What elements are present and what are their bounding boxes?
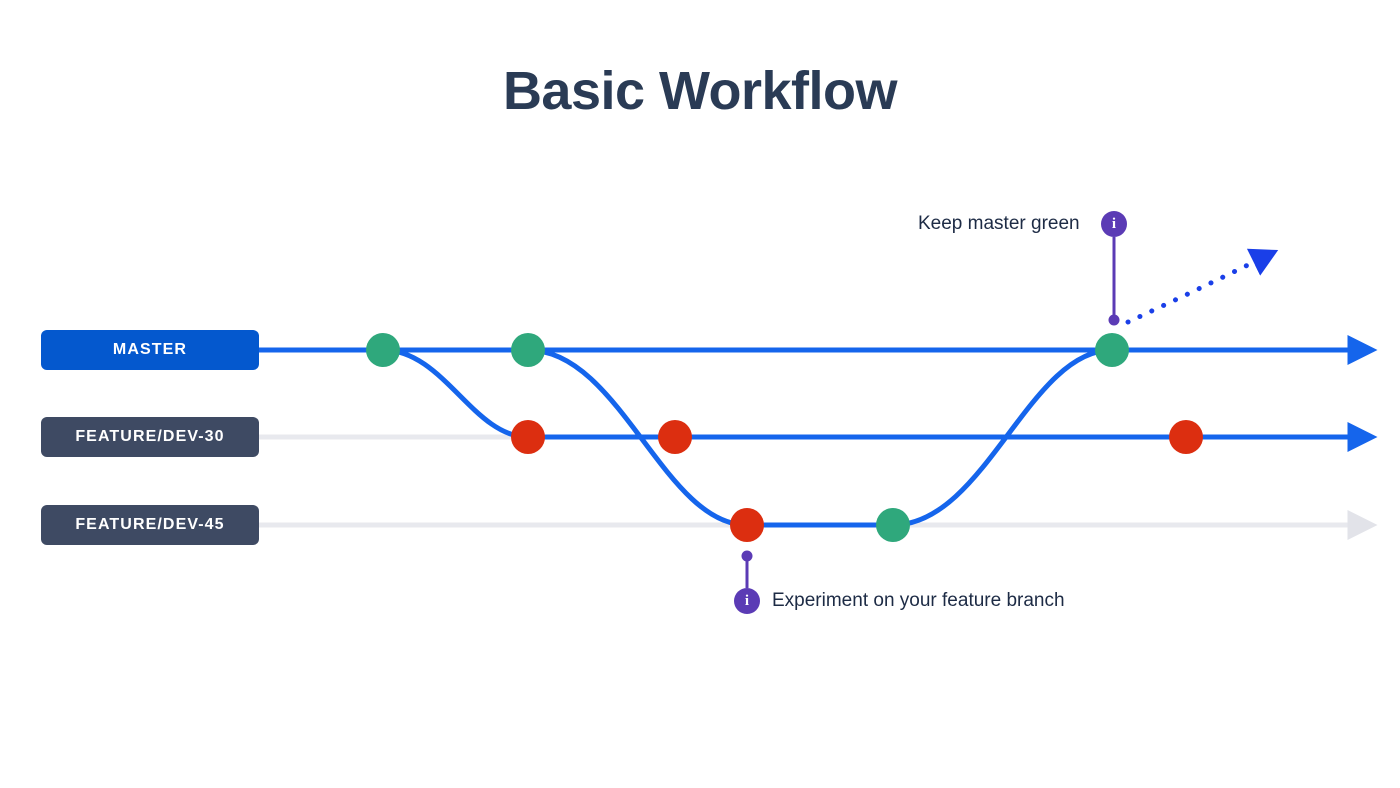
annotation-stem-dot-keep-master-green bbox=[1108, 314, 1120, 326]
commit-node-master-2[interactable] bbox=[1095, 333, 1129, 367]
branch-badge-label: FEATURE/DEV-30 bbox=[75, 428, 225, 445]
branch-curves bbox=[380, 248, 1279, 528]
info-icon[interactable]: i bbox=[1101, 211, 1127, 237]
page-title: Basic Workflow bbox=[502, 61, 898, 121]
commit-node-feature-dev-30-0[interactable] bbox=[511, 420, 545, 454]
branch-badge-label: FEATURE/DEV-45 bbox=[75, 516, 225, 533]
commit-node-feature-dev-30-1[interactable] bbox=[658, 420, 692, 454]
branch-badge-feature-dev-30[interactable]: FEATURE/DEV-30 bbox=[41, 417, 259, 457]
branch-curve-master-to-dev30 bbox=[380, 347, 531, 440]
annotation-text-keep-master-green: Keep master green bbox=[918, 213, 1080, 234]
commit-node-master-1[interactable] bbox=[511, 333, 545, 367]
commit-node-master-0[interactable] bbox=[366, 333, 400, 367]
branch-badge-label: MASTER bbox=[112, 341, 188, 358]
commit-node-feature-dev-30-2[interactable] bbox=[1169, 420, 1203, 454]
commit-nodes bbox=[366, 333, 1203, 542]
annotation-text-experiment-feature-branch: Experiment on your feature branch bbox=[772, 590, 1065, 611]
branch-curve-dev45-merge-to-master bbox=[890, 347, 1115, 528]
annotation-stem-dot-experiment-feature-branch bbox=[741, 550, 753, 562]
future-work-arrow bbox=[1125, 248, 1279, 325]
annotation-stems bbox=[741, 237, 1120, 588]
branch-curve-master-to-dev45 bbox=[525, 347, 750, 528]
commit-node-feature-dev-45-1[interactable] bbox=[876, 508, 910, 542]
commit-node-feature-dev-45-0[interactable] bbox=[730, 508, 764, 542]
branch-badge-feature-dev-45[interactable]: FEATURE/DEV-45 bbox=[41, 505, 259, 545]
info-icon[interactable]: i bbox=[734, 588, 760, 614]
branch-badge-master[interactable]: MASTER bbox=[41, 330, 259, 370]
